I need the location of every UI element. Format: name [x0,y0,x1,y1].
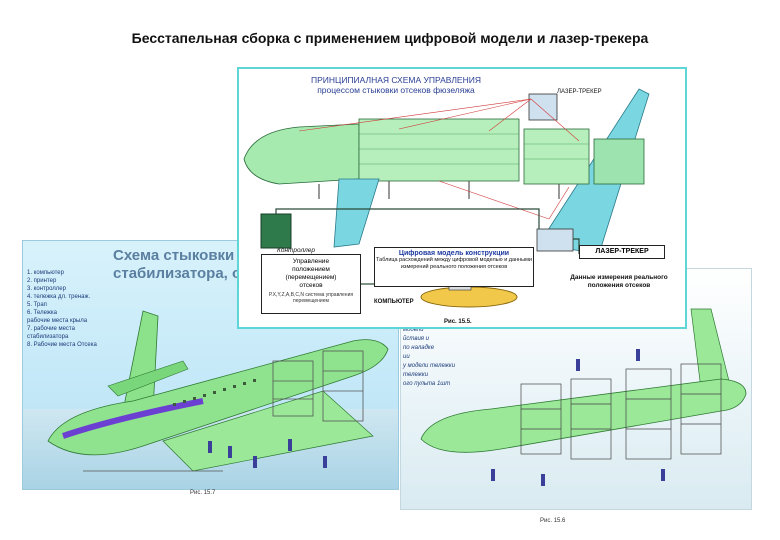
legend-item: 4. тележка дл. тренаж. [27,294,91,300]
digital-model-box: Цифровая модель конструкции Таблица расх… [374,247,534,287]
legend-item: 3. контроллер [27,286,66,292]
right-figure-label: Рис. 15.6 [540,518,566,524]
right-note-item: тележки [403,372,429,378]
legend-item: 8. Рабочие места Отсека [27,342,97,348]
controller-box-line-4: отсеков [299,282,323,289]
scheme-title-line-2: процессом стыковки отсеков фюзеляжа [317,85,475,95]
page-title: Бесстапельная сборка с применением цифро… [131,30,649,46]
controller-box: Управление положением (перемещением) отс… [261,254,361,314]
left-figure-label: Рис. 15.7 [190,490,216,496]
controller-box-line-2: положением [292,266,330,273]
scheme-title-line-1: ПРИНЦИПИАЛНАЯ СХЕМА УПРАВЛЕНИЯ [311,75,481,85]
right-aircraft-illustration [420,308,747,486]
legend-item: 7. рабочие места [27,326,75,332]
digital-model-text: Таблица расхождений между цифровой модел… [376,257,532,270]
digital-model-title: Цифровая модель конструкции [398,250,510,257]
right-note-item: по наладке [403,345,435,351]
legend-item: 2. принтер [27,278,57,284]
right-note-item: ого пульта 1шт [403,381,451,387]
legend-item: 1. компьютер [27,270,64,276]
left-legend: 1. компьютер 2. принтер 3. контроллер 4. те… [27,269,117,349]
right-note-item: йствия и [403,336,430,342]
left-scene-header: Схема стыковки ОЧК, стабилизатора, отсе [113,247,274,283]
legend-item: стабилизатора [27,334,69,340]
legend-item: рабочие места крыла [27,318,88,324]
laser-tracker-box: ЛАЗЕР-ТРЕКЕР [579,245,665,259]
control-scheme-diagram: ПРИНЦИПИАЛНАЯ СХЕМА УПРАВЛЕНИЯ процессом… [237,67,687,329]
left-aircraft-illustration [47,310,389,472]
legend-item: 6. Тележка [27,310,58,316]
measurement-data-text: Данные измерения реального положения отс… [570,274,668,289]
right-note-item: у модели тележки [403,363,456,369]
controller-box-sub: Р.Х,Y,Z,A,B,C,N система управления перем… [268,292,354,304]
center-figure-label: Рис. 15.5. [444,319,472,325]
laser-tracker-top-label: ЛАЗЕР-ТРЕКЕР [557,89,602,95]
fuselage-sections-illustration [243,88,650,308]
left-header-line-1: Схема стыковки ОЧК, [113,247,274,264]
right-note-item: модели [403,327,424,333]
right-note-item: ии [403,354,410,360]
left-header-line-2: стабилизатора, отсе [113,265,265,282]
legend-item: 5. Трап [27,302,47,308]
controller-label: Контроллер [277,247,316,254]
computer-label: КОМПЬЮТЕР [374,299,414,305]
controller-box-line-1: Управление [292,258,330,265]
scheme-title: ПРИНЦИПИАЛНАЯ СХЕМА УПРАВЛЕНИЯ процессом… [311,75,481,95]
controller-box-line-3: (перемещением) [285,274,337,281]
